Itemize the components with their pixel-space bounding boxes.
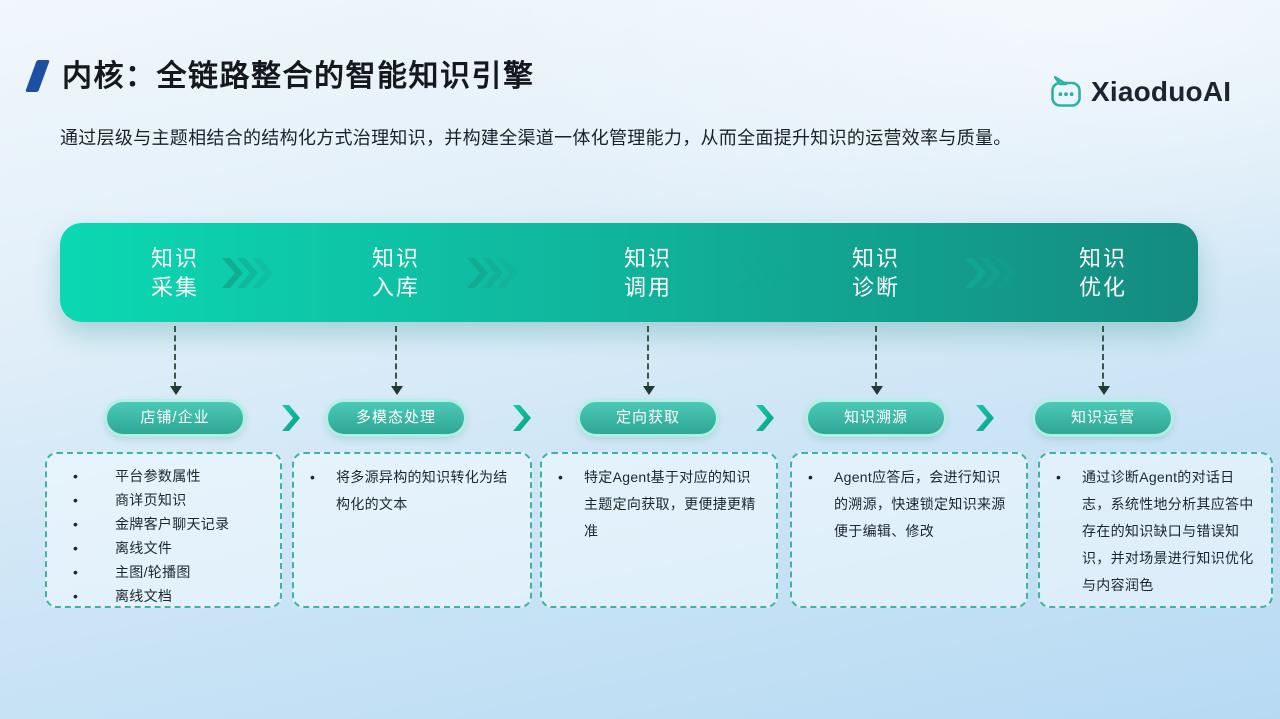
next-chevron-icon: [756, 405, 774, 431]
bullet-dot: •: [310, 469, 316, 485]
bullet-dot: •: [73, 516, 79, 532]
flow-chevrons-icon: [965, 258, 1016, 288]
down-arrowhead-icon: [642, 386, 655, 401]
stage-pill: 店铺/企业: [107, 402, 243, 434]
down-arrowhead-icon: [390, 386, 403, 401]
down-arrow: [870, 326, 883, 395]
down-arrow: [1097, 326, 1110, 395]
bullet-dot: •: [73, 468, 79, 484]
bullet-text: 商详页知识: [115, 492, 187, 508]
stage-label-line1: 知识: [623, 246, 672, 271]
logo-text: XiaoduoAI: [1091, 76, 1232, 107]
card-bullet: • 离线文件: [73, 536, 268, 560]
xiaoduoai-logo: XiaoduoAI: [1048, 74, 1231, 110]
stage-pill: 知识运营: [1035, 402, 1171, 434]
card-bullet: • Agent应答后，会进行知识的溯源，快速锁定知识来源便于编辑、修改: [808, 464, 1014, 545]
bullet-dot: •: [73, 564, 79, 580]
down-arrowhead-icon: [169, 386, 182, 401]
bullet-dot: •: [808, 469, 814, 485]
stage-label-line2: 入库: [371, 275, 420, 300]
stage-label-line1: 知识: [851, 246, 900, 271]
bullet-dot: •: [73, 492, 79, 508]
bullet-text: 特定Agent基于对应的知识主题定向获取，更便捷更精准: [584, 469, 756, 539]
bullet-text: 金牌客户聊天记录: [115, 516, 230, 532]
down-arrowhead-icon: [1097, 386, 1110, 401]
card-bullet: • 金牌客户聊天记录: [73, 512, 268, 536]
stage-label-line2: 诊断: [851, 275, 900, 300]
card-bullet: • 通过诊断Agent的对话日志，系统性地分析其应答中存在的知识缺口与错误知识，并…: [1056, 464, 1259, 599]
stage-label: 知识优化: [1038, 244, 1168, 302]
bullet-dot: •: [73, 540, 79, 556]
bullet-text: 离线文件: [115, 540, 173, 556]
stage-card: • 通过诊断Agent的对话日志，系统性地分析其应答中存在的知识缺口与错误知识，并…: [1038, 452, 1273, 608]
stage-label-line1: 知识: [150, 246, 199, 271]
bullet-text: 主图/轮播图: [115, 564, 191, 580]
flow-chevrons-icon: [738, 258, 789, 288]
bullet-text: 平台参数属性: [115, 468, 201, 484]
stage-card: • 特定Agent基于对应的知识主题定向获取，更便捷更精准: [540, 452, 778, 608]
card-bullet: • 特定Agent基于对应的知识主题定向获取，更便捷更精准: [558, 464, 764, 545]
card-bullet: • 平台参数属性: [73, 464, 268, 488]
stage-label-line1: 知识: [1078, 246, 1127, 271]
stage-pill: 知识溯源: [808, 402, 944, 434]
card-bullet: • 离线文档: [73, 584, 268, 608]
flow-chevrons-icon: [467, 258, 518, 288]
bullet-text: 离线文档: [115, 588, 173, 604]
stage-label-line2: 采集: [150, 275, 199, 300]
stage-label-line2: 优化: [1078, 275, 1127, 300]
bullet-text: 通过诊断Agent的对话日志，系统性地分析其应答中存在的知识缺口与错误知识，并对…: [1082, 469, 1254, 593]
subtitle: 通过层级与主题相结合的结构化方式治理知识，并构建全渠道一体化管理能力，从而全面提…: [60, 128, 1012, 148]
card-bullet: • 主图/轮播图: [73, 560, 268, 584]
page-title: 内核：全链路整合的智能知识引擎: [62, 60, 535, 93]
stage-label: 知识诊断: [811, 244, 941, 302]
card-bullet: • 商详页知识: [73, 488, 268, 512]
title-slash-icon: [25, 60, 50, 92]
next-chevron-icon: [282, 405, 300, 431]
next-chevron-icon: [513, 405, 531, 431]
down-arrow: [169, 326, 182, 395]
card-bullet: • 将多源异构的知识转化为结构化的文本: [310, 464, 518, 518]
chat-bubble-icon: [1051, 76, 1081, 107]
bullet-text: Agent应答后，会进行知识的溯源，快速锁定知识来源便于编辑、修改: [834, 469, 1006, 539]
stage-pill: 定向获取: [580, 402, 716, 434]
down-arrowhead-icon: [870, 386, 883, 401]
flow-chevrons-icon: [222, 258, 273, 288]
stage-card: • 平台参数属性 • 商详页知识 • 金牌客户聊天记录 • 离线文件 • 主图/轮播图 • 离线文档: [45, 452, 282, 608]
stage-card: • 将多源异构的知识转化为结构化的文本: [292, 452, 532, 608]
down-arrow: [390, 326, 403, 395]
stage-card: • Agent应答后，会进行知识的溯源，快速锁定知识来源便于编辑、修改: [790, 452, 1028, 608]
bullet-dot: •: [558, 469, 564, 485]
stage-pill: 多模态处理: [328, 402, 464, 434]
stage-label: 知识采集: [110, 244, 240, 302]
bullet-dot: •: [1056, 469, 1062, 485]
next-chevron-icon: [976, 405, 994, 431]
stage-label-line2: 调用: [623, 275, 672, 300]
stage-label-line1: 知识: [371, 246, 420, 271]
down-arrow: [642, 326, 655, 395]
bullet-dot: •: [73, 588, 79, 604]
stage-label: 知识调用: [583, 244, 713, 302]
bullet-text: 将多源异构的知识转化为结构化的文本: [336, 469, 508, 512]
stage-label: 知识入库: [331, 244, 461, 302]
